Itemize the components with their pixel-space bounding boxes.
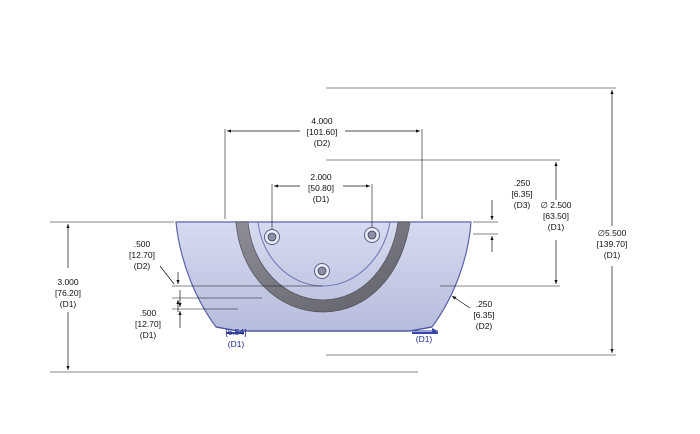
dim-offset-500-a-value: .500 <box>134 239 151 249</box>
dim-offset-500-b: .500 [12.70] (D1) <box>135 290 238 340</box>
dim-offset-250-top: .250 [6.35] (D3) <box>473 178 533 252</box>
dim-height-left: 3.000 [76.20] (D1) <box>50 221 418 373</box>
dim-width-outer-metric: [101.60] <box>307 127 338 137</box>
dim-chamfer-250-tag: (D2) <box>476 321 493 331</box>
dim-height-left-value: 3.000 <box>57 277 79 287</box>
dim-offset-500-b-tag: (D1) <box>140 330 157 340</box>
dim-diameter-2500-value: ∅ 2.500 <box>540 200 571 210</box>
dim-width-outer-value: 4.000 <box>311 116 333 126</box>
dim-offset-500-a: .500 [12.70] (D2) <box>129 239 322 312</box>
dim-diameter-2500-metric: [63.50] <box>543 211 569 221</box>
dim-diameter-5500-tag: (D1) <box>604 250 621 260</box>
dim-width-holes-tag: (D1) <box>313 194 330 204</box>
dim-bottom-left-partial: [6.54] <box>225 327 246 337</box>
dim-chamfer-250-value: .250 <box>476 299 493 309</box>
dim-chamfer-250: .250 [6.35] (D2) <box>451 295 495 331</box>
dim-diameter-5500-metric: [139.70] <box>597 239 628 249</box>
dim-width-outer-tag: (D2) <box>314 138 331 148</box>
groove-channel <box>235 221 411 313</box>
dim-bottom-left: [6.54] (D1) <box>225 327 246 349</box>
dim-bottom-right-tag: (D1) <box>416 334 433 344</box>
mounting-holes <box>264 227 380 279</box>
dim-offset-500-a-tag: (D2) <box>134 261 151 271</box>
dim-bottom-right: (D1) <box>412 328 438 344</box>
dim-diameter-2500: ∅ 2.500 [63.50] (D1) <box>326 159 572 287</box>
dim-offset-500-a-metric: [12.70] <box>129 250 155 260</box>
dim-offset-250-top-metric: [6.35] <box>511 189 532 199</box>
dim-width-holes: 2.000 [50.80] (D1) <box>271 172 373 229</box>
dim-offset-250-top-tag: (D3) <box>514 200 531 210</box>
dim-chamfer-250-metric: [6.35] <box>473 310 494 320</box>
hole-center <box>314 263 330 279</box>
dim-width-holes-value: 2.000 <box>310 172 332 182</box>
dim-offset-500-b-metric: [12.70] <box>135 319 161 329</box>
dim-offset-250-top-value: .250 <box>514 178 531 188</box>
dim-bottom-left-tag: (D1) <box>228 339 245 349</box>
dim-width-holes-metric: [50.80] <box>308 183 334 193</box>
dim-width-outer: 4.000 [101.60] (D2) <box>224 116 423 219</box>
dim-diameter-5500: ∅5.500 [139.70] (D1) <box>326 87 628 356</box>
dim-height-left-tag: (D1) <box>60 299 77 309</box>
dim-diameter-2500-tag: (D1) <box>548 222 565 232</box>
hole-left <box>264 229 280 245</box>
dim-diameter-5500-value: ∅5.500 <box>598 228 627 238</box>
dim-height-left-metric: [76.20] <box>55 288 81 298</box>
hole-right <box>364 227 380 243</box>
dim-offset-500-b-value: .500 <box>140 308 157 318</box>
